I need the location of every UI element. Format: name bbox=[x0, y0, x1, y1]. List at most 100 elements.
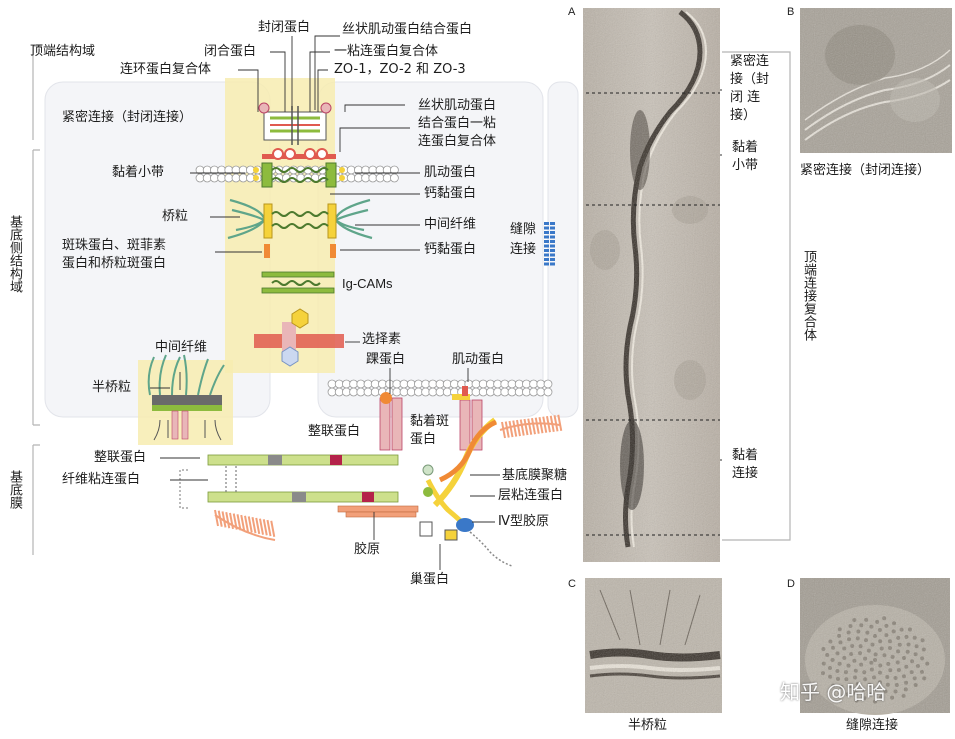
brush-bristle bbox=[538, 417, 544, 434]
brush-bristle bbox=[508, 420, 514, 438]
actin-bead bbox=[353, 173, 363, 183]
gap-connexon bbox=[544, 226, 549, 230]
brush-bristle bbox=[542, 416, 548, 433]
panel-letter-c: C bbox=[568, 578, 576, 590]
actin-bead bbox=[428, 387, 438, 397]
actin-bead bbox=[435, 387, 445, 397]
label-laminin: 层粘连蛋白 bbox=[498, 488, 564, 503]
caption-b: 紧密连接（封闭连接） bbox=[800, 163, 931, 178]
actin-bead bbox=[377, 379, 387, 389]
micro-adherens-2: 小带 bbox=[732, 158, 759, 173]
brush-bristle bbox=[244, 515, 249, 532]
selectin-graphic bbox=[254, 308, 344, 367]
micrograph-c bbox=[585, 578, 722, 713]
micro-tight-2: 接（封 bbox=[730, 72, 770, 87]
gap-connexon bbox=[544, 253, 549, 257]
brush-bristle bbox=[251, 517, 257, 534]
gap-junction-graphic bbox=[544, 222, 555, 266]
micro-tight-3: 闭 连 bbox=[730, 90, 761, 105]
actin-bead bbox=[543, 379, 553, 389]
label-focal-2: 蛋白 bbox=[410, 432, 437, 447]
bracket-basolateral bbox=[32, 149, 40, 426]
label-collagen-iv: Ⅳ型胶原 bbox=[498, 514, 549, 529]
igcams-graphic bbox=[261, 271, 335, 294]
brush-bristle bbox=[534, 417, 540, 434]
label-plakoglobin-1: 斑珠蛋白、斑菲素 bbox=[62, 238, 167, 253]
label-hemidesmosome: 半桥粒 bbox=[92, 380, 132, 395]
actin-bead bbox=[368, 173, 378, 183]
label-zo: ZO-1，ZO-2 和 ZO-3 bbox=[334, 62, 466, 77]
actin-bead bbox=[413, 379, 423, 389]
gap-connexon bbox=[544, 222, 549, 225]
actin-bead bbox=[209, 173, 219, 183]
fibronectin-graphic bbox=[179, 454, 399, 509]
actin-bead bbox=[341, 387, 351, 397]
actin-bead bbox=[543, 387, 553, 397]
watermark: 知乎 @哈哈 bbox=[780, 680, 887, 704]
brush-bristle bbox=[512, 420, 518, 437]
gap-connexon bbox=[550, 262, 555, 266]
label-nidogen: 巢蛋白 bbox=[410, 572, 450, 587]
brush-bristle bbox=[553, 415, 559, 432]
actin-bead bbox=[356, 379, 366, 389]
brush-bristle bbox=[546, 416, 551, 433]
actin-bead bbox=[363, 379, 373, 389]
gap-connexon bbox=[550, 249, 555, 252]
tight-junction-graphic bbox=[258, 102, 332, 145]
apical-complex-label: 顶端连接复合体 bbox=[801, 250, 816, 341]
actin-bead bbox=[529, 379, 538, 389]
actin-bead bbox=[392, 387, 402, 397]
gap-connexon bbox=[544, 231, 549, 234]
label-integrin-1: 整联蛋白 bbox=[308, 424, 361, 439]
actin-bead bbox=[327, 387, 337, 397]
gap-connexon bbox=[544, 249, 549, 252]
label-actin-afadin-2: 结合蛋白一粘 bbox=[418, 116, 497, 131]
brush-bristle bbox=[214, 509, 219, 527]
actin-bead bbox=[392, 379, 402, 389]
brush-bristle bbox=[259, 518, 264, 535]
perlecan-brush-graphic bbox=[499, 414, 563, 439]
label-actin-2: 肌动蛋白 bbox=[452, 352, 505, 367]
brush-bristle bbox=[229, 512, 234, 530]
brush-bristle bbox=[519, 419, 525, 436]
label-selectin: 选择素 bbox=[362, 332, 402, 347]
brush-bristle bbox=[557, 414, 563, 431]
brush-bristle bbox=[266, 519, 272, 537]
label-cadherin-1: 钙黏蛋白 bbox=[424, 186, 477, 201]
leader-lines bbox=[150, 35, 500, 570]
collagen-graphic bbox=[337, 505, 419, 518]
actin-bead bbox=[471, 387, 481, 397]
label-gap-2: 连接 bbox=[510, 242, 537, 257]
actin-bead bbox=[375, 173, 385, 183]
label-tight-junction: 紧密连接（封闭连接） bbox=[62, 110, 193, 125]
gap-connexon bbox=[550, 222, 555, 225]
brush-bristle bbox=[516, 419, 521, 437]
brush-bristle bbox=[236, 514, 242, 531]
brush-bristle bbox=[270, 520, 276, 537]
gap-connexon bbox=[544, 258, 549, 261]
bracket-apical-complex bbox=[722, 51, 791, 541]
brush-bristle bbox=[217, 510, 223, 527]
brush-bristle bbox=[255, 517, 261, 535]
micrograph-b bbox=[800, 8, 952, 153]
gap-connexon bbox=[550, 226, 555, 230]
bracket-apical bbox=[32, 45, 42, 140]
label-plakoglobin-2: 蛋白和桥粒斑蛋白 bbox=[62, 256, 167, 271]
actin-bead bbox=[536, 387, 546, 397]
region-apical: 顶端结构域 bbox=[30, 44, 96, 59]
label-collagen: 胶原 bbox=[354, 542, 381, 557]
hemidesmosome-graphic bbox=[147, 354, 225, 441]
label-integrin-2: 整联蛋白 bbox=[94, 450, 147, 465]
panel-letter-b: B bbox=[787, 6, 795, 18]
actin-bead bbox=[514, 387, 524, 397]
label-occludin: 闭合蛋白 bbox=[204, 44, 257, 59]
label-perlecan: 基底膜聚糖 bbox=[502, 468, 568, 483]
gap-connexon bbox=[550, 235, 555, 239]
brush-bristle bbox=[523, 418, 529, 436]
label-desmosome: 桥粒 bbox=[162, 209, 189, 224]
actin-bead bbox=[536, 379, 546, 389]
label-cingulin-complex: 连环蛋白复合体 bbox=[120, 62, 212, 77]
micro-desmo-1: 黏着 bbox=[732, 448, 759, 463]
label-actin-1: 肌动蛋白 bbox=[424, 165, 477, 180]
